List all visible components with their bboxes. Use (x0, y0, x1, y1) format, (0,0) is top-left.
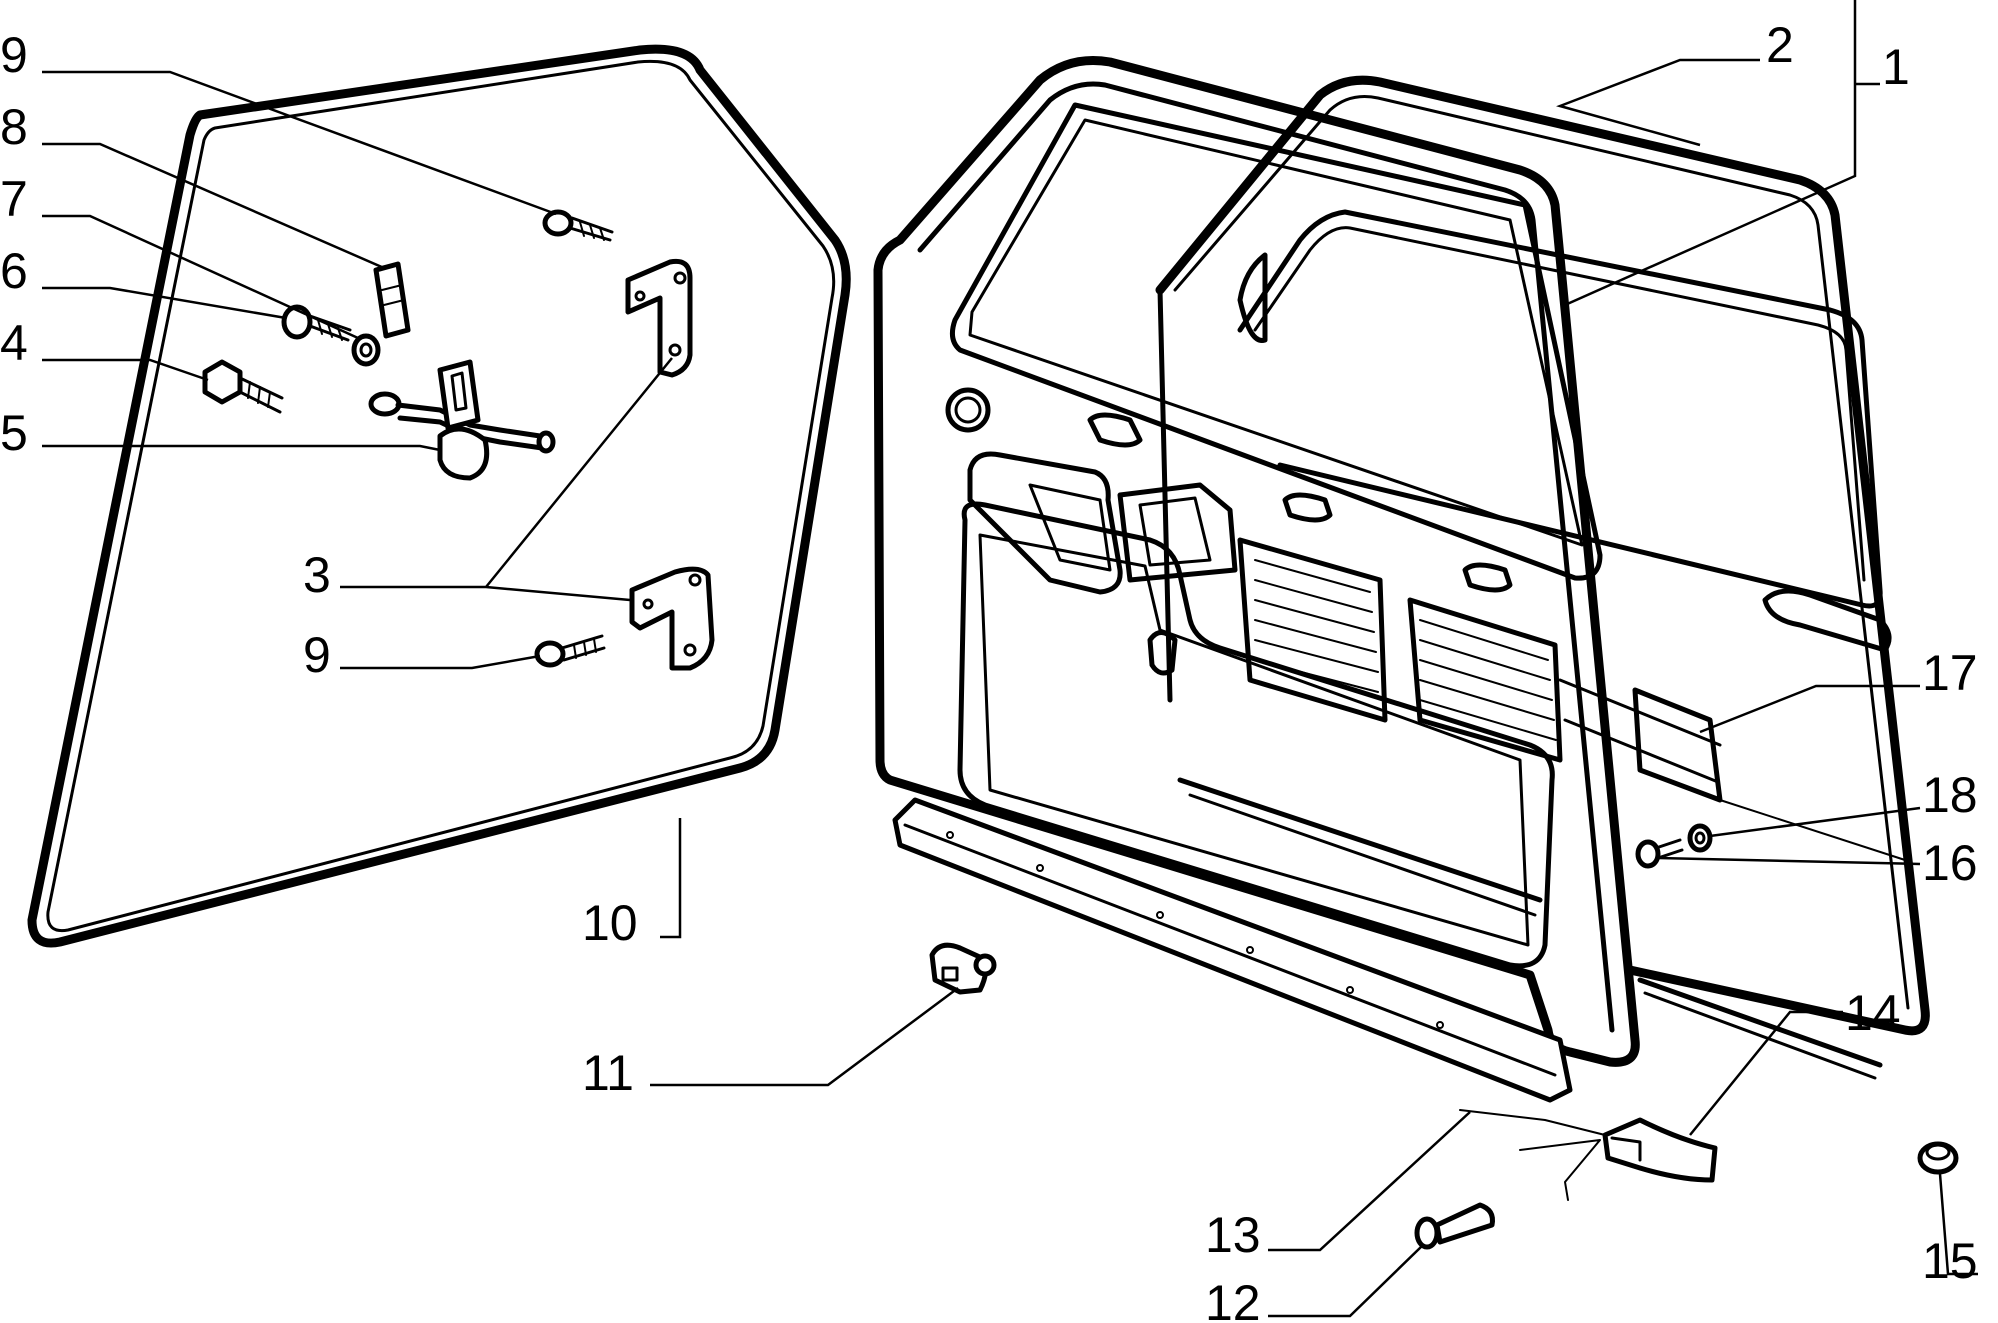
leader-12 (1268, 1245, 1423, 1318)
leader-15 (1938, 1173, 1978, 1276)
callout-1: 1 (1882, 39, 1910, 95)
washer (351, 333, 381, 367)
leader-5 (42, 444, 441, 452)
end-cap-guide-lines (1459, 1109, 1606, 1201)
leader-11 (650, 986, 959, 1087)
plug (1917, 1141, 1959, 1175)
callout-3: 3 (303, 547, 331, 603)
sill-strip (892, 797, 1573, 1103)
leader-9-top (42, 70, 557, 216)
bolt-mid (281, 304, 352, 342)
door-shell (873, 55, 1930, 1080)
door-seal (27, 44, 851, 948)
leader-2 (1556, 58, 1760, 147)
callout-11: 11 (582, 1045, 634, 1101)
leader-9-bottom (340, 654, 541, 670)
callout-6: 6 (0, 243, 28, 299)
leader-6 (42, 286, 287, 320)
callout-labels: 9 8 7 6 4 5 3 9 10 11 12 13 14 15 16 17 … (0, 17, 1978, 1323)
callout-4: 4 (0, 315, 28, 371)
leader-18 (1709, 806, 1921, 838)
door-check-strap (368, 359, 556, 481)
bolt-large (202, 359, 284, 414)
callout-9-top: 9 (0, 27, 28, 83)
end-cap (1602, 1117, 1718, 1183)
leader-7 (42, 214, 359, 340)
callout-2: 2 (1766, 17, 1794, 73)
leader-17 (1699, 684, 1920, 734)
callout-18: 18 (1922, 767, 1978, 823)
callout-10: 10 (582, 895, 638, 951)
hinge-upper (625, 258, 693, 378)
leader-14 (1689, 1010, 1843, 1136)
door-bolt (1635, 838, 1684, 869)
callout-16: 16 (1922, 835, 1978, 891)
callout-7: 7 (0, 171, 28, 227)
callout-8: 8 (0, 99, 28, 155)
leader-4 (42, 358, 209, 382)
hinge-lower (629, 566, 715, 671)
push-pin (1414, 1202, 1495, 1250)
bolt-top (542, 209, 614, 242)
callout-5: 5 (0, 405, 28, 461)
leader-13 (1268, 1111, 1471, 1252)
callout-9-bottom: 9 (303, 627, 331, 683)
retaining-clip (929, 942, 997, 995)
door-washer (1687, 823, 1713, 853)
callout-15: 15 (1922, 1233, 1978, 1289)
leader-1-bracket (1564, 0, 1880, 307)
callout-12: 12 (1205, 1275, 1261, 1323)
leader-lines (42, 0, 1978, 1318)
leader-10 (660, 818, 682, 939)
leader-8 (42, 142, 385, 270)
callout-14: 14 (1845, 985, 1901, 1041)
callout-17: 17 (1922, 645, 1978, 701)
leader-3 (340, 357, 673, 602)
bolt-lower (534, 634, 606, 668)
leader-16 (1657, 856, 1921, 866)
callout-13: 13 (1205, 1207, 1261, 1263)
hinge-pin (373, 261, 411, 339)
